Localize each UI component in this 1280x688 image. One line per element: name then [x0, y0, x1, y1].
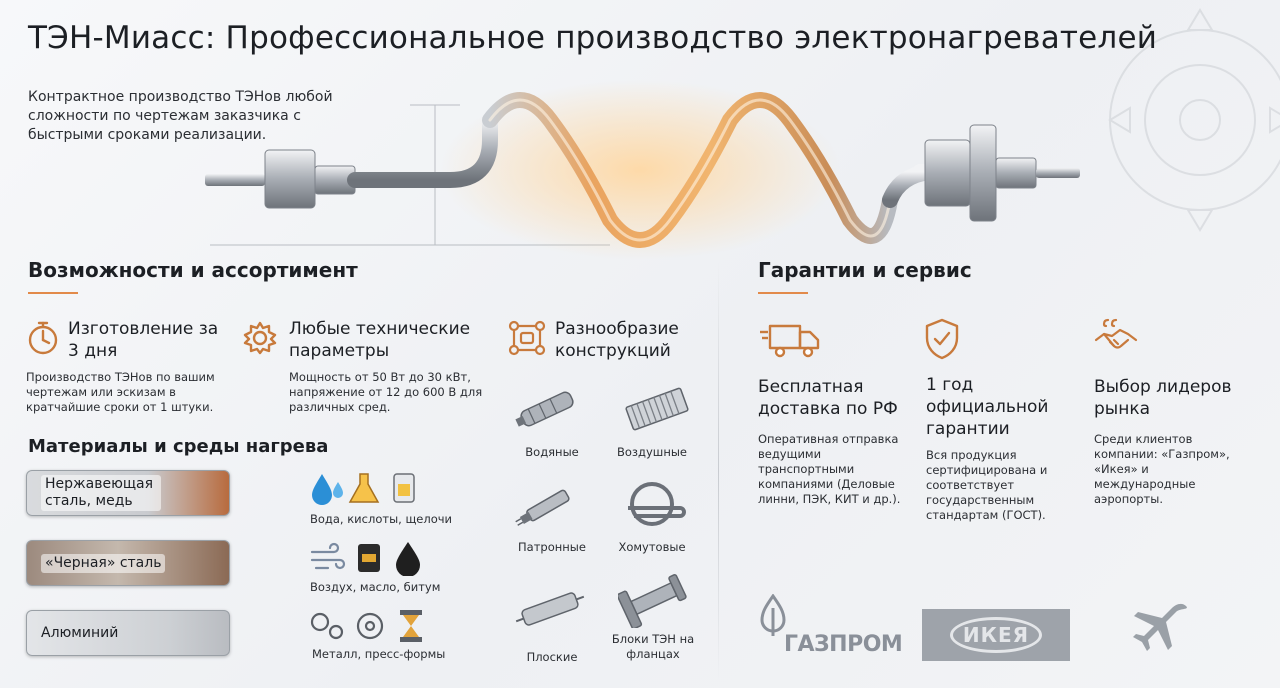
type-caption-flat: Плоские	[526, 650, 578, 664]
media-caption-water: Вода, кислоты, щелочи	[310, 512, 453, 526]
gear-icon	[243, 321, 277, 355]
media-caption-air: Воздух, масло, битум	[310, 580, 441, 594]
materials-title: Материалы и среды нагрева	[28, 436, 329, 457]
ikea-logo-text: ИКЕЯ	[949, 617, 1043, 653]
material-card-stainless: Нержавеющая сталь, медь	[26, 470, 230, 516]
airplane-icon	[1133, 603, 1187, 651]
capabilities-title: Возможности и ассортимент	[28, 258, 358, 282]
material-label-stainless: Нержавеющая сталь, медь	[41, 475, 161, 511]
water-heater-icon	[515, 391, 574, 427]
flange-block-icon	[618, 574, 687, 628]
feature-title-3-days: Изготовление за 3 дня	[68, 319, 219, 361]
material-card-black-steel: «Черная» сталь	[26, 540, 230, 586]
guarantee-text-leaders: Среди клиентов компании: «Газпром», «Ике…	[1094, 432, 1230, 506]
guarantee-title-leaders: Выбор лидеров рынка	[1094, 377, 1232, 419]
section-divider	[718, 262, 719, 682]
capabilities-accent-line	[28, 292, 78, 294]
guarantees-accent-line	[758, 292, 808, 294]
heating-element-illustration	[205, 80, 1080, 260]
feature-text-parameters: Мощность от 50 Вт до 30 кВт, напряжение …	[289, 370, 483, 414]
type-caption-water: Водяные	[525, 445, 579, 459]
gazprom-flame-icon	[760, 594, 786, 636]
page-title: ТЭН-Миасс: Профессиональное производство…	[28, 20, 1158, 56]
material-card-aluminium: Алюминий	[26, 610, 230, 656]
water-acid-alkali-icons	[312, 473, 415, 505]
guarantee-text-delivery: Оперативная отправка ведущими транспортн…	[758, 432, 901, 506]
type-caption-flange: Блоки ТЭН на фланцах	[611, 632, 695, 661]
handshake-icon	[1094, 318, 1138, 349]
ikea-logo: ИКЕЯ	[922, 609, 1070, 661]
metal-mold-icons	[310, 610, 422, 642]
guarantees-title: Гарантии и сервис	[758, 258, 972, 282]
type-caption-air: Воздушные	[617, 445, 687, 459]
background-gear-icon	[1108, 8, 1280, 232]
feature-text-3-days: Производство ТЭНов по вашим чертежам или…	[26, 370, 215, 414]
air-heater-icon	[625, 387, 689, 431]
band-heater-icon	[628, 482, 686, 526]
material-label-aluminium: Алюминий	[41, 624, 119, 641]
cartridge-heater-icon	[515, 489, 570, 526]
guarantee-text-warranty: Вся продукция сертифицирована и соответс…	[926, 448, 1048, 522]
type-caption-band: Хомутовые	[618, 540, 686, 554]
material-label-black-steel: «Черная» сталь	[41, 553, 166, 573]
feature-title-designs: Разнообразие конструкций	[555, 319, 679, 361]
structure-icon	[508, 320, 546, 356]
guarantee-title-warranty: 1 год официальной гарантии	[926, 375, 1049, 439]
air-oil-bitumen-icons	[310, 542, 420, 576]
truck-icon	[760, 324, 820, 358]
gazprom-logo: ГАЗПРОМ	[784, 632, 903, 657]
feature-title-parameters: Любые технические параметры	[289, 319, 471, 361]
flat-heater-icon	[515, 592, 585, 626]
guarantee-title-delivery: Бесплатная доставка по РФ	[758, 377, 898, 419]
stopwatch-icon	[28, 321, 58, 355]
shield-check-icon	[925, 318, 959, 360]
media-caption-metal: Металл, пресс-формы	[312, 647, 446, 661]
intro-text: Контрактное производство ТЭНов любой сло…	[28, 89, 333, 143]
type-caption-cartridge: Патронные	[518, 540, 586, 554]
